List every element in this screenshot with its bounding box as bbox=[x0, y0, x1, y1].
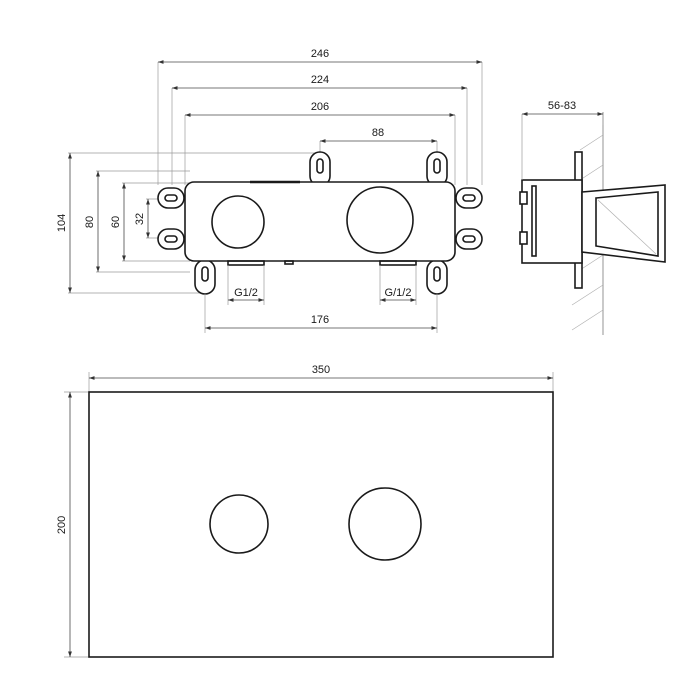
dim-224: 224 bbox=[311, 74, 329, 86]
bottom-dimensions: G1/2 G/1/2 176 bbox=[204, 265, 438, 333]
right-valve-outline bbox=[346, 186, 414, 254]
thread-label-left: G1/2 bbox=[234, 287, 258, 299]
dim-32: 32 bbox=[134, 213, 146, 225]
valve-body-front-view bbox=[68, 62, 483, 295]
thread-label-right: G/1/2 bbox=[385, 287, 412, 299]
plate-right-knob bbox=[348, 487, 422, 561]
cover-plate-view: 350 200 bbox=[56, 364, 554, 658]
dim-246: 246 bbox=[311, 48, 329, 60]
dim-60: 60 bbox=[110, 216, 122, 228]
cover-plate bbox=[88, 391, 554, 658]
horizontal-dimensions: 246 224 206 88 bbox=[158, 48, 482, 143]
dim-176: 176 bbox=[311, 314, 329, 326]
dim-plate-height: 200 bbox=[56, 516, 68, 534]
dim-side-depth: 56-83 bbox=[548, 100, 576, 112]
plate-left-knob bbox=[209, 494, 269, 554]
dim-104: 104 bbox=[56, 214, 68, 232]
dim-206: 206 bbox=[311, 101, 329, 113]
dim-88: 88 bbox=[372, 127, 384, 139]
dim-80: 80 bbox=[84, 216, 96, 228]
vertical-dimensions: 104 80 60 32 bbox=[56, 153, 150, 293]
side-view: 56-83 bbox=[519, 100, 666, 335]
left-valve-outline bbox=[211, 195, 265, 249]
dim-plate-width: 350 bbox=[312, 364, 330, 376]
